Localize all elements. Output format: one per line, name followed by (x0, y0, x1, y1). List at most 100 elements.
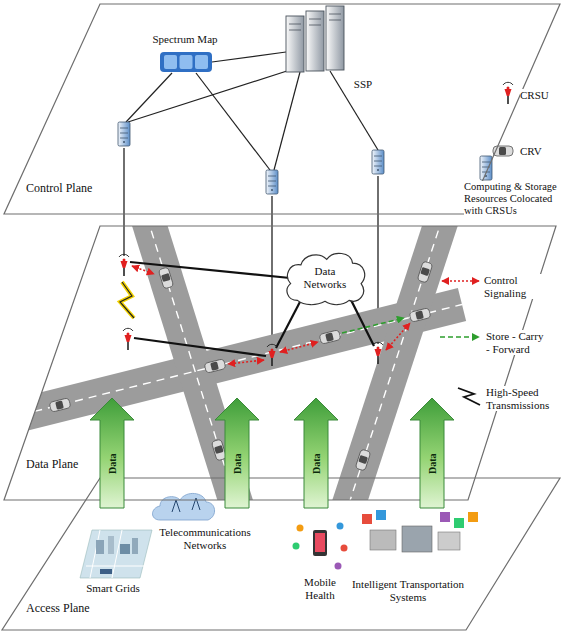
backhaul-link (130, 262, 290, 278)
smart-grid-picture (80, 530, 152, 578)
plane-label: Data Plane (26, 458, 78, 472)
arrow-shape (410, 398, 454, 508)
its-picture (454, 518, 464, 528)
legend-entry: High-Speed Transmissions (486, 386, 558, 411)
control-downlink (123, 148, 124, 256)
roadside-unit (373, 342, 383, 364)
smart-grid-picture (132, 538, 138, 554)
control-signal (228, 360, 264, 364)
data-network-cloud: Data Networks (282, 250, 368, 306)
edge-server (118, 122, 130, 146)
control-signal (386, 323, 410, 350)
spectrum-map-icon (195, 55, 208, 69)
label-box: Spectrum Map (140, 33, 230, 46)
application-label: Smart Grids (70, 582, 156, 595)
legend-entry: Store - Carry - Forward (486, 330, 548, 355)
data-plane: Data Plane Data Networks (4, 226, 556, 500)
control-link (128, 70, 290, 122)
mobile-health-picture (297, 525, 304, 532)
its-picture (362, 514, 372, 524)
vehicle (355, 449, 371, 471)
data-arrow-outline (294, 398, 338, 508)
mobile-health-picture (315, 533, 325, 552)
component-label: SSP (346, 78, 380, 91)
data-flow-label: Data (106, 454, 118, 475)
label-box: Smart Grids (70, 582, 156, 595)
data-arrow-outline (410, 398, 454, 508)
control-signal (132, 266, 410, 364)
vehicle (211, 439, 226, 461)
vehicle (158, 267, 173, 289)
its-picture (468, 512, 478, 522)
vehicle (417, 261, 433, 283)
arrow-shape (90, 398, 134, 508)
mobile-health-picture (293, 543, 300, 550)
label-box: SSP (346, 78, 380, 91)
legend-symbol (503, 82, 513, 104)
its-picture (402, 526, 432, 552)
legend-label: CRV (520, 145, 560, 158)
data-flow-label: Data (426, 454, 438, 475)
its-picture (376, 510, 386, 520)
smart-grid-picture (86, 530, 146, 578)
legend-symbol (458, 388, 480, 405)
its-picture (362, 510, 478, 552)
ssp-server (286, 6, 344, 72)
legend-symbol (480, 156, 492, 180)
data-arrow: Data (410, 398, 454, 508)
backhaul-link (276, 298, 302, 348)
its-picture (440, 512, 450, 522)
mobile-health-picture (337, 523, 344, 530)
application-label: Mobile Health (292, 576, 348, 601)
legend-label: CRSU (520, 89, 560, 102)
high-speed-link (120, 282, 134, 318)
backhaul-link (350, 298, 374, 346)
telecom-picture (153, 493, 215, 520)
ssp-server (289, 14, 341, 30)
legend-label: Store - Carry - Forward (486, 330, 548, 355)
application-label: Intelligent Transportation Systems (344, 578, 472, 603)
mobile-health-picture (335, 563, 342, 570)
its-picture (438, 532, 460, 550)
vehicle (409, 308, 431, 323)
roadside-unit (123, 328, 133, 350)
label-box: Mobile Health (292, 576, 348, 601)
high-speed-link (120, 282, 134, 318)
label-box: Intelligent Transportation Systems (344, 578, 472, 603)
legend-entry: Control Signaling (484, 274, 556, 299)
ssp-server (326, 6, 344, 70)
legend-symbol (440, 336, 479, 338)
store-carry-forward (342, 318, 404, 333)
access-plane: Access Plane (2, 478, 560, 630)
store-carry-forward (342, 318, 404, 333)
roadside-unit (119, 254, 129, 276)
cloud-outline (287, 253, 365, 304)
smart-grid-picture (96, 540, 104, 554)
edge-server (118, 122, 384, 194)
plane-label: Access Plane (26, 602, 90, 616)
control-signal (132, 266, 154, 274)
vehicle (319, 330, 341, 345)
data-arrow: Data (90, 398, 134, 508)
edge-server (266, 170, 278, 194)
legend-label: Computing & Storage Resources Colocated … (464, 181, 560, 217)
data-arrow-outline (90, 398, 134, 508)
plane-label: Control Plane (26, 182, 92, 196)
legend-entry: CRSU (520, 89, 560, 102)
control-link (212, 52, 286, 62)
high-speed-link (120, 282, 134, 318)
legend-symbol (442, 280, 479, 282)
data-flow-label: Data (231, 454, 243, 475)
edge-server (372, 150, 384, 174)
mobile-health-picture (341, 545, 348, 552)
smart-grid-picture (108, 536, 114, 554)
arrow-shape (215, 398, 259, 508)
spectrum-map-icon (180, 55, 193, 69)
vehicle (204, 359, 226, 374)
smart-grid-picture (120, 544, 130, 554)
data-plane-outline (4, 226, 556, 500)
control-link (274, 72, 300, 170)
vehicle (49, 398, 71, 413)
